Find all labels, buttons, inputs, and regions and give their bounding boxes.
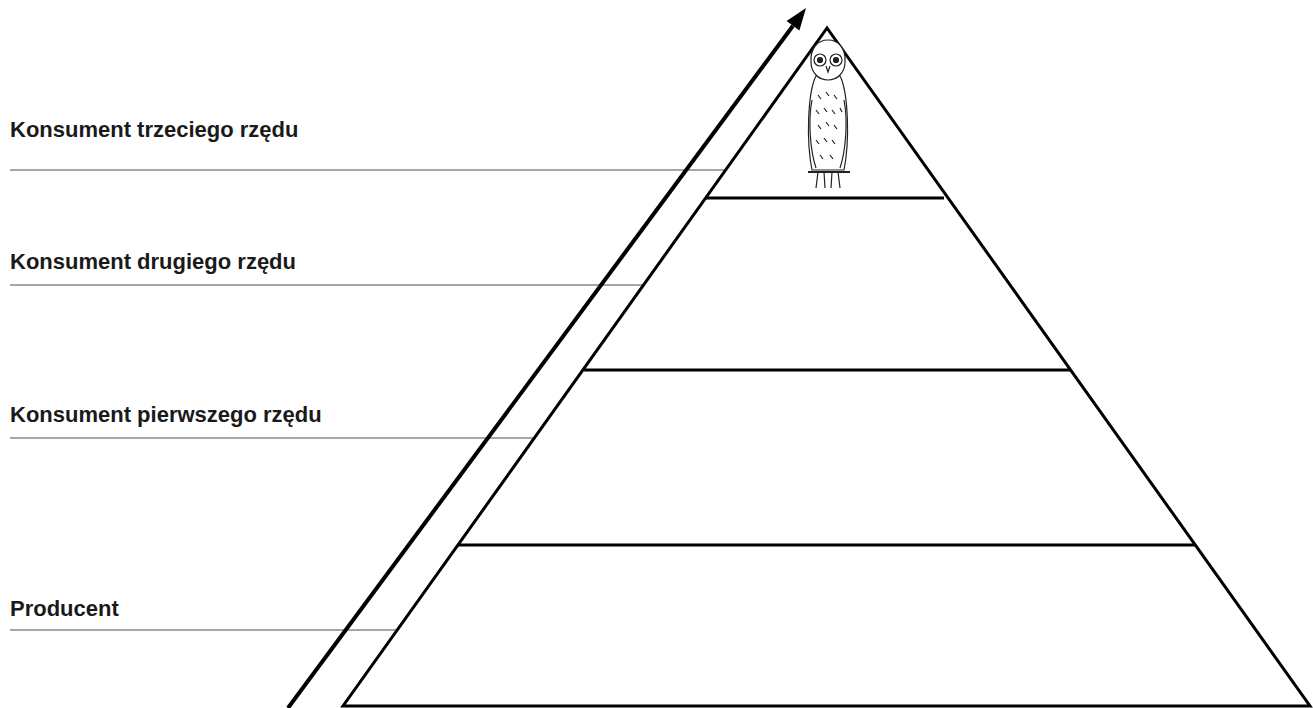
owl-wings	[810, 100, 846, 168]
arrow-head	[787, 8, 806, 30]
trophic-level-label: Producent	[10, 596, 119, 622]
owl-eye	[830, 54, 842, 66]
owl-head	[811, 40, 845, 80]
leader-line	[10, 284, 644, 286]
owl-pupil	[834, 58, 839, 63]
level-divider	[458, 544, 1195, 547]
owl-body	[808, 72, 847, 170]
leader-line	[10, 437, 534, 439]
pyramid	[343, 28, 1310, 706]
trophic-level-label: Konsument drugiego rzędu	[10, 249, 296, 275]
owl-branch	[808, 171, 850, 173]
level-divider	[706, 197, 944, 200]
leader-line	[10, 169, 726, 171]
owl-beak	[826, 66, 830, 72]
level-divider	[584, 369, 1071, 372]
owl-pupil	[818, 58, 823, 63]
pyramid-outline	[343, 28, 1310, 706]
owl-feathers	[816, 92, 842, 159]
owl-tail	[816, 172, 840, 188]
owl-figure	[808, 40, 850, 188]
trophic-level-label: Konsument pierwszego rzędu	[10, 402, 322, 428]
leader-line	[10, 629, 397, 631]
trophic-level-label: Konsument trzeciego rzędu	[10, 117, 298, 143]
owl-eye	[814, 54, 826, 66]
